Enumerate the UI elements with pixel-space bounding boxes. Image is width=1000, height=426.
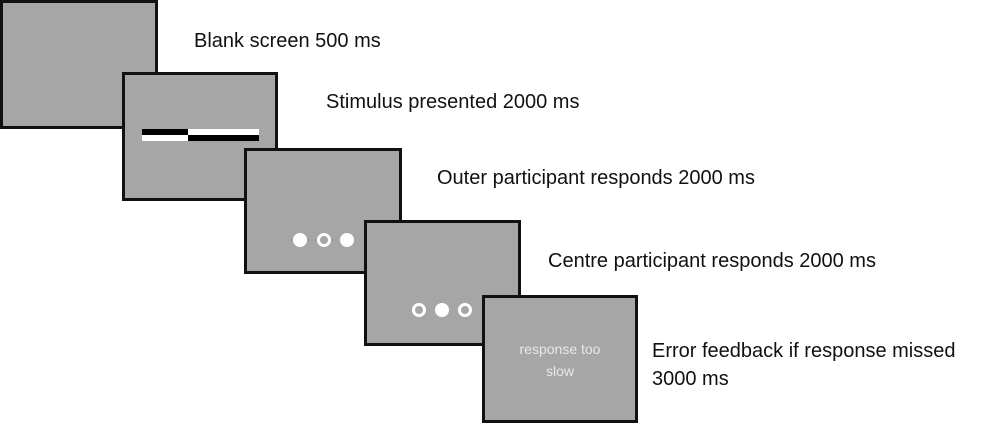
stimulus-bar-white-right: [188, 129, 259, 135]
centre-response-caption: Centre participant responds 2000 ms: [548, 250, 876, 272]
response-dot-filled-center: [435, 303, 449, 317]
stimulus-bar-black-left: [142, 129, 188, 135]
feedback-line-2: slow: [545, 363, 574, 379]
blank-screen-panel: [0, 0, 158, 129]
blank-screen-caption: Blank screen 500 ms: [194, 30, 381, 52]
error-feedback-screen-panel: response too slow: [482, 295, 638, 423]
error-feedback-caption-line-1: Error feedback if response missed: [652, 340, 956, 362]
stimulus-bar-black-right: [188, 135, 259, 141]
feedback-line-1: response too: [519, 341, 601, 357]
stimulus-bar-white-left: [142, 135, 188, 141]
response-dot-ring-left: [412, 303, 426, 317]
response-dot-ring-right: [458, 303, 472, 317]
response-dot-filled-right: [340, 233, 354, 247]
response-dot-filled-left: [293, 233, 307, 247]
stimulus-caption: Stimulus presented 2000 ms: [326, 91, 580, 113]
feedback-message: response too slow: [485, 338, 635, 382]
error-feedback-caption-line-2: 3000 ms: [652, 368, 729, 390]
stimulus-screen-panel: [122, 72, 278, 201]
response-dot-ring-center: [317, 233, 331, 247]
outer-response-caption: Outer participant responds 2000 ms: [437, 167, 755, 189]
